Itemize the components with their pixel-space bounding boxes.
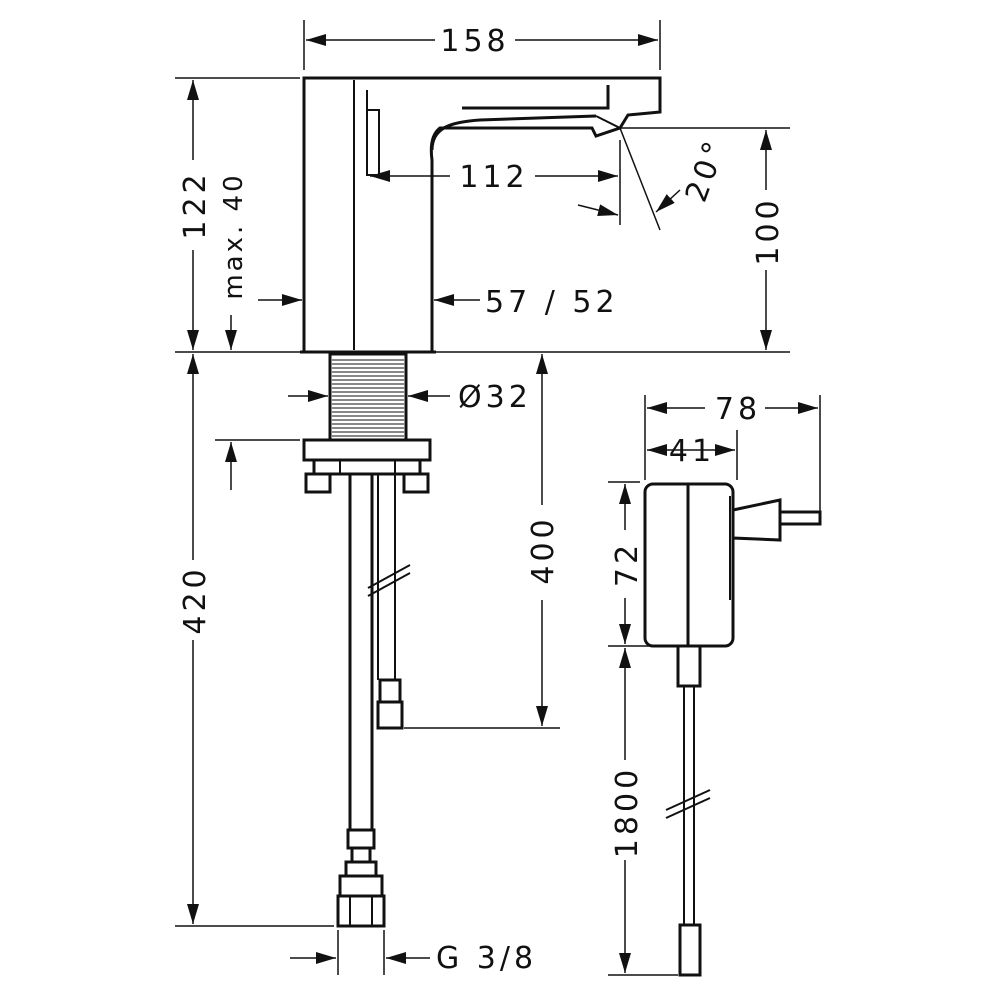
threaded-shank <box>302 352 432 494</box>
hose-assembly <box>336 474 411 928</box>
dim-angle: 20° <box>679 134 734 207</box>
dim-psu-height: 72 <box>610 541 645 587</box>
dimension-lines <box>175 20 821 976</box>
dim-cable-length: 1800 <box>610 766 645 858</box>
dimension-labels: 158 112 20° 122 max. 40 100 57 / 52 Ø32 … <box>178 24 786 976</box>
power-supply <box>643 482 822 977</box>
dim-psu-width: 78 <box>715 392 761 427</box>
dim-psu-depth: 41 <box>669 434 715 469</box>
dim-body-width: 57 / 52 <box>485 285 619 320</box>
dim-total-height: 122 <box>178 170 213 239</box>
dim-max-deck: max. 40 <box>219 172 249 299</box>
dim-outlet-height: 100 <box>751 196 786 265</box>
dim-connection: G 3/8 <box>436 941 537 976</box>
dim-shank-diameter: Ø32 <box>458 380 532 415</box>
dim-spout-length: 158 <box>440 24 509 59</box>
dim-hose-420: 420 <box>178 565 213 634</box>
dim-hose-400: 400 <box>526 515 561 584</box>
dim-spout-reach: 112 <box>459 160 528 195</box>
